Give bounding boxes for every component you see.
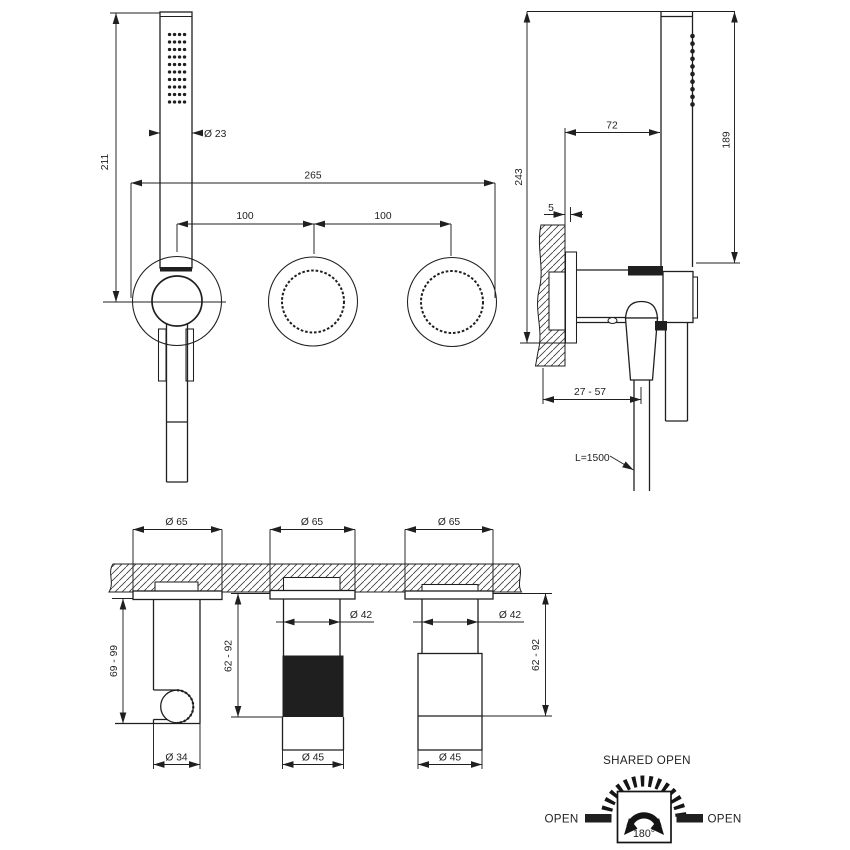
side-dimensions: 72 189 243 5 27 - 57 L=1500 (514, 11, 740, 471)
valve-knob (417, 652, 483, 751)
valve-section (417, 599, 483, 751)
dim-mixer-flange: Ø 65 (301, 517, 324, 528)
dim-depth: 72 (606, 121, 618, 132)
dim-valve-projection: 62 - 92 (531, 639, 542, 671)
rotation-arc-dashed (600, 775, 687, 819)
hose-cone (624, 317, 659, 381)
mounting-plate (564, 251, 578, 344)
holder-flange (132, 590, 223, 601)
holder-knob-cap (692, 276, 699, 319)
dim-hose-length: L=1500 (575, 453, 610, 464)
dim-total-height: 243 (514, 168, 525, 185)
rotation-angle-label: 180° (633, 828, 655, 840)
dim-front-width: 265 (304, 171, 321, 182)
hand-shower-handle-side (664, 322, 689, 422)
hand-shower-front (159, 11, 193, 269)
mixer-wall-recess (282, 576, 341, 593)
right-stop-bar (676, 814, 703, 823)
dim-pitch-left: 100 (236, 211, 253, 222)
holder-clamp (160, 267, 192, 272)
left-stop-bar (585, 814, 612, 823)
valve-rosette (406, 256, 498, 348)
hand-shower-handle-front (165, 324, 189, 483)
dim-front-height: 211 (100, 154, 111, 171)
dim-mixer-projection: 62 - 92 (224, 640, 235, 672)
wall-recess-side (548, 271, 566, 331)
holder-knob-side (662, 270, 694, 324)
mixer-section (281, 599, 345, 751)
holder-clip-left (157, 328, 167, 382)
dim-plate-gap: 5 (548, 203, 554, 214)
holder-section (115, 599, 201, 725)
section-views: Ø 65 Ø 65 Ø 65 69 - 99 Ø 34 Ø 42 Ø 45 62… (108, 517, 552, 769)
dim-hand-shower-dia: Ø 23 (204, 129, 227, 140)
hose-nut-dome (624, 300, 659, 319)
dim-hand-shower-height: 189 (722, 131, 733, 148)
dim-holder-body: Ø 34 (165, 753, 188, 764)
rotation-arrow-head-right (650, 818, 664, 835)
dim-projection-range: 27 - 57 (574, 387, 606, 398)
holder-rosette (131, 255, 223, 347)
dim-mixer-knob: Ø 45 (302, 753, 325, 764)
mixer-rosette (267, 256, 359, 347)
holder-clip-right (185, 328, 195, 382)
outlet-body-side (576, 266, 663, 325)
hand-shower-side (660, 11, 694, 267)
dim-holder-projection: 69 - 99 (109, 645, 120, 677)
spray-face-dots (167, 32, 187, 104)
shower-hose (633, 380, 651, 491)
dim-mixer-stem: Ø 42 (350, 610, 373, 621)
dim-pitch-right: 100 (374, 211, 391, 222)
front-view: 211 Ø 23 265 100 100 (100, 11, 498, 483)
shared-open-label: SHARED OPEN (603, 754, 691, 767)
rotation-arrow-head-left (624, 818, 638, 835)
dim-valve-flange: Ø 65 (438, 517, 461, 528)
mixer-flange (269, 589, 356, 600)
hose-seal (655, 321, 667, 331)
dim-holder-flange: Ø 65 (165, 517, 188, 528)
dim-valve-knob: Ø 45 (439, 753, 462, 764)
dim-valve-stem: Ø 42 (499, 610, 522, 621)
valve-flange (404, 590, 494, 600)
open-left-label: OPEN (544, 813, 578, 826)
section-dimensions: Ø 65 Ø 65 Ø 65 69 - 99 Ø 34 Ø 42 Ø 45 62… (109, 517, 552, 769)
rotation-diagram: SHARED OPEN OPEN OPEN 180° (544, 754, 741, 844)
open-right-label: OPEN (707, 813, 741, 826)
mixer-knurled-knob (282, 655, 344, 717)
front-dimensions: 211 Ø 23 265 100 100 (100, 12, 496, 303)
side-view: 72 189 243 5 27 - 57 L=1500 (514, 11, 740, 491)
